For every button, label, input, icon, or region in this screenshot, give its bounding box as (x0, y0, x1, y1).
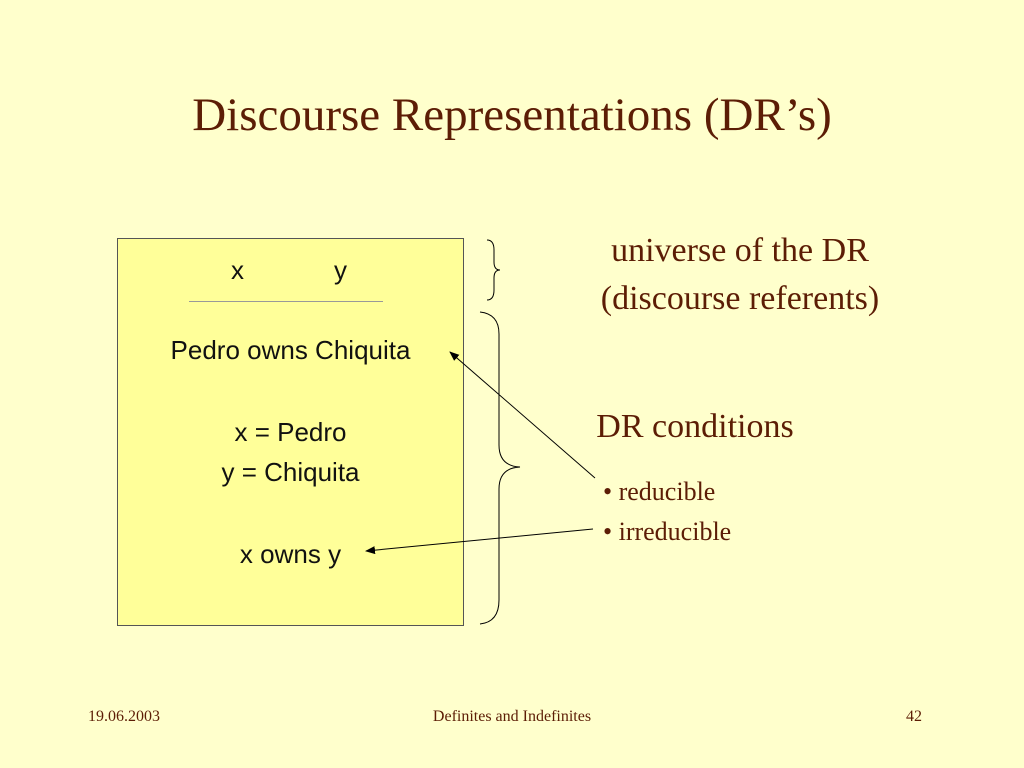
footer-date: 19.06.2003 (88, 708, 160, 725)
arrow-reducible (449, 351, 596, 479)
referent-x: x (231, 255, 244, 285)
universe-divider (189, 301, 383, 302)
referent-y: y (334, 255, 347, 285)
condition-irreducible: x owns y (239, 539, 342, 569)
universe-brace (486, 239, 501, 301)
universe-label: universe of the DR (611, 232, 869, 269)
footer-page-number: 42 (906, 708, 922, 725)
footer-title: Definites and Indefinites (432, 708, 592, 725)
condition-reducible: Pedro owns Chiquita (170, 335, 411, 365)
dr-conditions-label: DR conditions (596, 408, 794, 445)
condition-x-pedro: x = Pedro (234, 417, 347, 447)
discourse-referents-label: (discourse referents) (600, 280, 880, 317)
bullet-irreducible: • irreducible (603, 517, 732, 546)
bullet-reducible: • reducible (603, 477, 716, 506)
arrow-irreducible (365, 528, 594, 555)
slide-title: Discourse Representations (DR’s) (192, 89, 832, 141)
condition-y-chiquita: y = Chiquita (221, 457, 360, 487)
drs-box: x y Pedro owns Chiquita x = Pedro y = Ch… (117, 238, 464, 626)
conditions-brace (479, 311, 521, 625)
